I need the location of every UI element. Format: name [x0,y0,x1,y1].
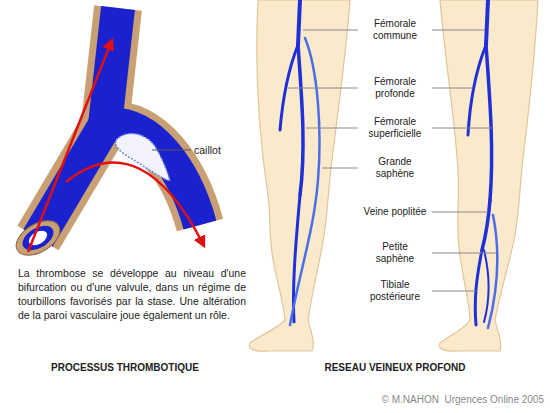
vessel-wall [38,8,200,238]
leader-line [432,291,476,292]
clot-shape [116,134,170,181]
leader-line [152,150,191,151]
opening-wall [10,214,66,263]
vein-label: Petite saphène [363,241,427,265]
vein [482,200,490,250]
vessel-branch-wall [105,8,118,125]
copyright-note: © M.NAHON Urgences Online 2005 [382,394,544,406]
vessel-branch-wall [105,125,200,225]
deep-veins [280,0,492,325]
vein-label: Fémorale superficielle [363,116,427,140]
leader-line [432,88,473,89]
vein-label: Fémorale profonde [363,76,427,100]
flow-arrow [66,163,204,246]
leader-line [432,128,492,129]
flow-arrow [28,40,112,252]
lumen-junction [88,108,122,142]
leader-line [432,30,485,31]
vein [290,38,319,325]
vein-label: Fémorale commune [363,18,427,42]
vein [484,250,489,322]
vessel-lumen [38,8,200,238]
panel-heading: RESEAU VEINEUX PROFOND [324,362,465,374]
vein-label: Veine poplitée [363,206,427,218]
leader-lines [288,30,496,291]
leader-line [432,253,496,254]
callout-label: caillot [194,144,221,156]
vessel-opening [10,214,66,263]
lumen-branch [105,125,200,225]
vein [298,0,300,45]
leader-line [306,128,358,129]
vein [486,45,492,200]
leader-line [432,212,488,213]
vein [488,215,497,328]
leader-line [322,168,358,169]
leader-line [288,88,358,89]
leg-outline [439,0,538,351]
leader-line [303,30,358,31]
vein [475,250,482,325]
superficial-veins [290,38,497,328]
vein-label: Tibiale postérieure [363,279,427,303]
leg-outline [249,0,350,351]
vein [298,45,303,195]
lumen-branch [105,8,118,125]
vein [468,45,486,135]
panel-heading: PROCESSUS THROMBOTIQUE [51,362,199,374]
vein [486,0,488,45]
vein-label: Grande saphène [363,156,427,180]
description-text: La thrombose se développe au niveau d'un… [18,266,246,322]
